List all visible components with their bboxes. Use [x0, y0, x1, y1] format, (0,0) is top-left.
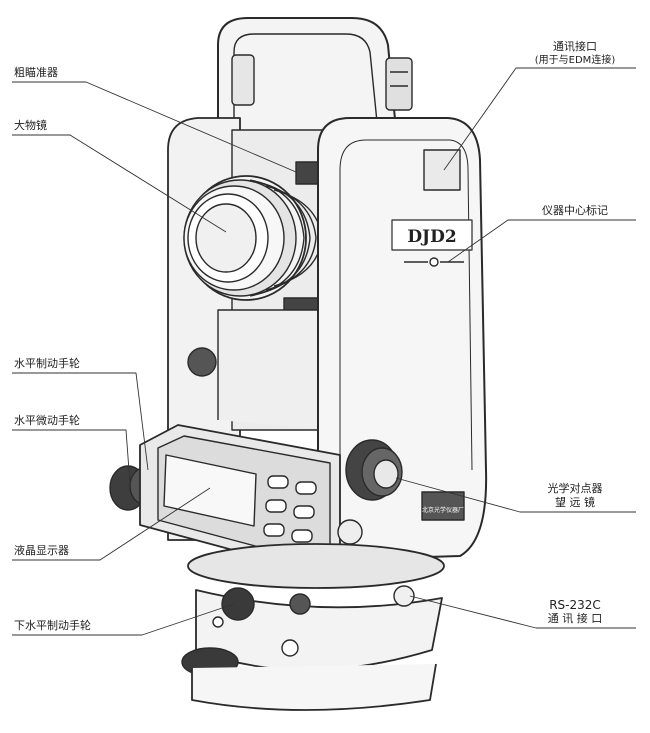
label-center-mark: 仪器中心标记	[542, 204, 608, 217]
label-rs232: RS-232C 通 讯 接 口	[514, 598, 636, 626]
model-badge-text: DJD2	[407, 227, 456, 247]
label-optical-plummet-2: 望 远 镜	[555, 496, 595, 509]
lower-clamp-knob	[221, 587, 255, 621]
handle-clip-right	[385, 57, 413, 111]
left-knob	[187, 347, 217, 377]
plummet-badge	[421, 491, 465, 521]
label-lcd: 液晶显示器	[14, 544, 69, 557]
label-objective: 大物镜	[14, 119, 47, 132]
label-optical-plummet-1: 光学对点器	[547, 482, 603, 495]
optical-plummet	[345, 439, 403, 501]
plummet-badge-text: 北京光学仪器厂	[422, 506, 464, 514]
keypad	[263, 475, 317, 543]
handle-clip-left	[231, 54, 255, 106]
label-horizontal-tangent: 水平微动手轮	[14, 414, 80, 427]
handle	[217, 17, 397, 140]
label-lower-clamp: 下水平制动手轮	[14, 619, 91, 632]
alidade-base	[187, 543, 445, 589]
label-rs232-2: 通 讯 接 口	[547, 612, 603, 625]
label-optical-plummet: 光学对点器 望 远 镜	[514, 482, 636, 510]
label-rs232-1: RS-232C	[549, 598, 601, 612]
tribrach	[195, 589, 443, 671]
lcd-screen	[163, 454, 257, 527]
base-plate	[191, 663, 437, 711]
label-horizontal-clamp: 水平制动手轮	[14, 357, 80, 370]
label-comm-port-title: 通讯接口	[553, 40, 597, 53]
label-comm-port: 通讯接口 (用于与EDM连接)	[514, 40, 636, 68]
telescope	[183, 175, 323, 301]
model-badge	[391, 219, 473, 251]
center-mark	[429, 257, 439, 267]
label-coarse-sight: 粗瞄准器	[14, 66, 58, 79]
comm-port-window	[423, 149, 461, 191]
label-comm-port-note: (用于与EDM连接)	[534, 55, 616, 66]
